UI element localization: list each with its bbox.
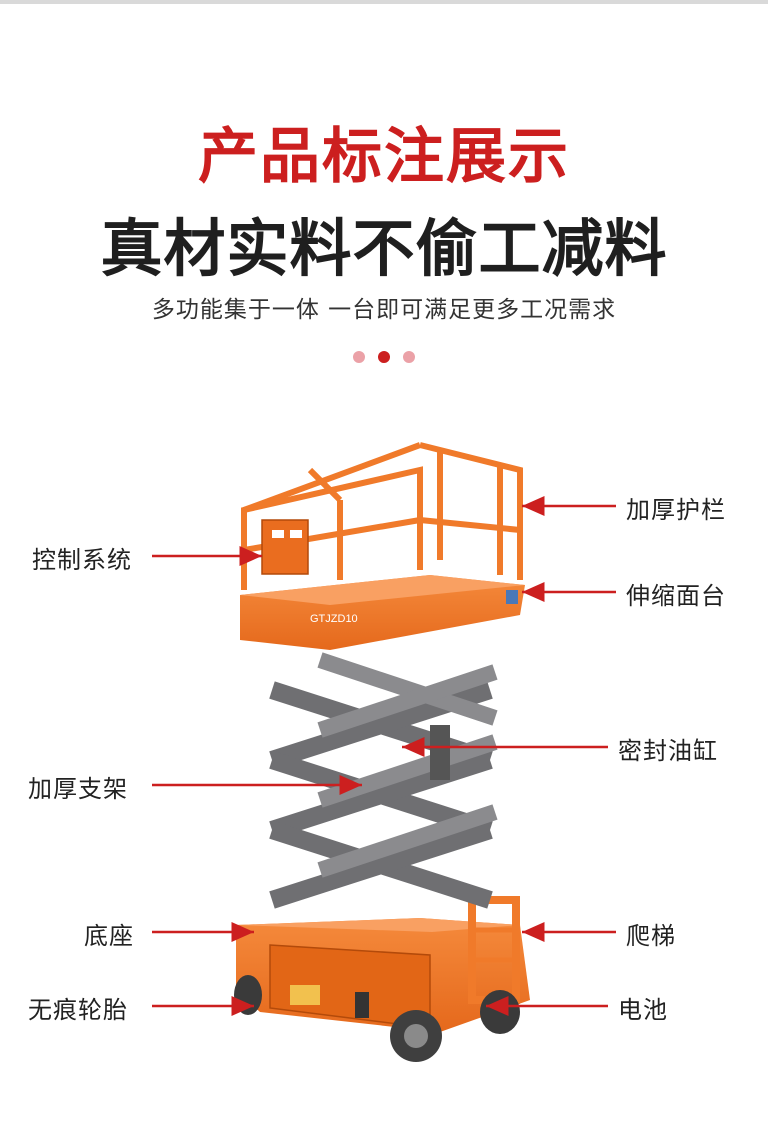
page-headline: 真材实料不偷工减料 — [100, 212, 668, 285]
dot-2-active — [378, 351, 390, 363]
scissor-arms — [269, 652, 498, 909]
base-chassis — [236, 896, 530, 1032]
label-base: 底座 — [84, 922, 134, 950]
page-subtitle: 多功能集于一体 一台即可满足更多工况需求 — [151, 297, 617, 323]
platform-deck — [240, 575, 525, 650]
wheels — [234, 975, 520, 1062]
label-guardrail: 加厚护栏 — [626, 496, 726, 524]
guardrail-frame — [241, 442, 523, 590]
hydraulic-cylinder — [430, 725, 450, 780]
warning-sticker — [290, 985, 320, 1005]
top-border — [0, 0, 768, 4]
model-plate-text: GTJZD10 — [310, 613, 358, 625]
callout-lines — [152, 496, 616, 1016]
dot-3 — [403, 351, 415, 363]
label-battery: 电池 — [618, 996, 668, 1024]
platform-sticker — [506, 590, 518, 604]
label-tire: 无痕轮胎 — [28, 996, 128, 1024]
label-bracket: 加厚支架 — [28, 775, 128, 803]
label-cylinder: 密封油缸 — [618, 737, 718, 765]
label-platform: 伸缩面台 — [626, 582, 726, 610]
label-ladder: 爬梯 — [626, 922, 676, 950]
control-box — [261, 519, 309, 575]
battery-switch — [355, 992, 369, 1018]
carousel-dots — [353, 351, 415, 363]
dot-1 — [353, 351, 365, 363]
label-control-system: 控制系统 — [32, 546, 132, 574]
page-title: 产品标注展示 — [198, 122, 570, 192]
